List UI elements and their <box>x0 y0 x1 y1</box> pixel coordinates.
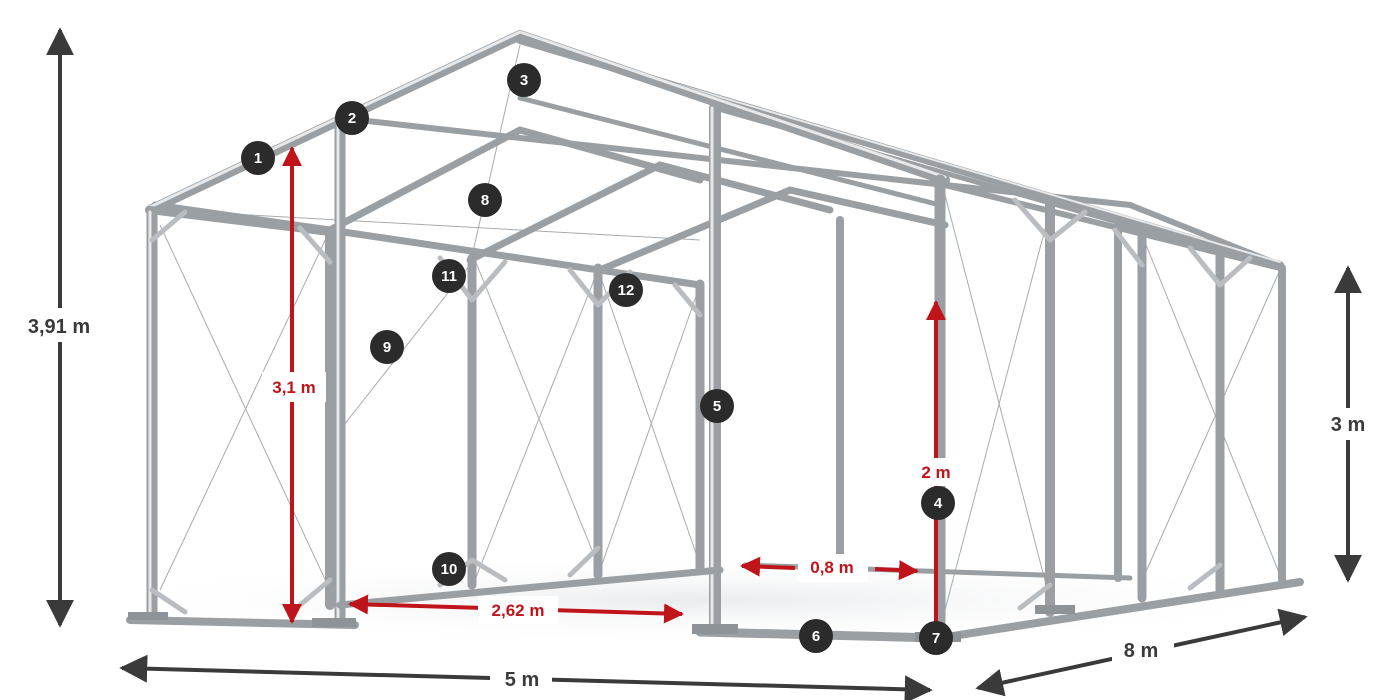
depth-label: 8 m <box>1124 640 1158 662</box>
marker-10: 10 <box>432 552 466 586</box>
posts <box>146 102 1286 641</box>
svg-text:5: 5 <box>713 398 721 415</box>
marker-4: 4 <box>921 486 955 520</box>
marker-1: 1 <box>241 141 275 175</box>
door-gap-arrow-left <box>740 556 796 577</box>
svg-text:11: 11 <box>441 268 457 285</box>
inner-height-label: 3,1 m <box>272 378 315 397</box>
svg-text:2: 2 <box>348 110 356 127</box>
marker-9: 9 <box>370 330 404 364</box>
svg-text:6: 6 <box>812 628 820 645</box>
width-label: 5 m <box>505 669 539 691</box>
total-height-label: 3,91 m <box>28 316 90 338</box>
door-gap-label: 0,8 m <box>810 558 853 577</box>
door-height-label: 2 m <box>921 463 950 482</box>
marker-2: 2 <box>335 101 369 135</box>
svg-text:10: 10 <box>441 561 458 578</box>
marker-3: 3 <box>507 63 541 97</box>
marker-8: 8 <box>468 183 502 217</box>
side-height-label: 3 m <box>1331 414 1365 436</box>
rafters <box>151 36 1284 289</box>
frame-spacing-label: 2,62 m <box>492 601 545 620</box>
marker-7: 7 <box>919 621 953 655</box>
part-markers: 1 2 3 4 5 6 7 8 9 10 11 12 <box>241 63 955 655</box>
svg-text:4: 4 <box>934 495 943 512</box>
svg-text:3: 3 <box>520 72 528 89</box>
marker-12: 12 <box>609 273 643 307</box>
tent-frame <box>126 29 1304 643</box>
svg-text:9: 9 <box>383 339 391 356</box>
svg-text:8: 8 <box>481 192 489 209</box>
door-gap-arrow-right <box>874 560 919 581</box>
marker-6: 6 <box>799 619 833 653</box>
marker-11: 11 <box>432 259 466 293</box>
svg-text:12: 12 <box>618 282 635 299</box>
svg-text:7: 7 <box>932 630 940 647</box>
marker-5: 5 <box>700 389 734 423</box>
svg-text:1: 1 <box>254 150 262 167</box>
